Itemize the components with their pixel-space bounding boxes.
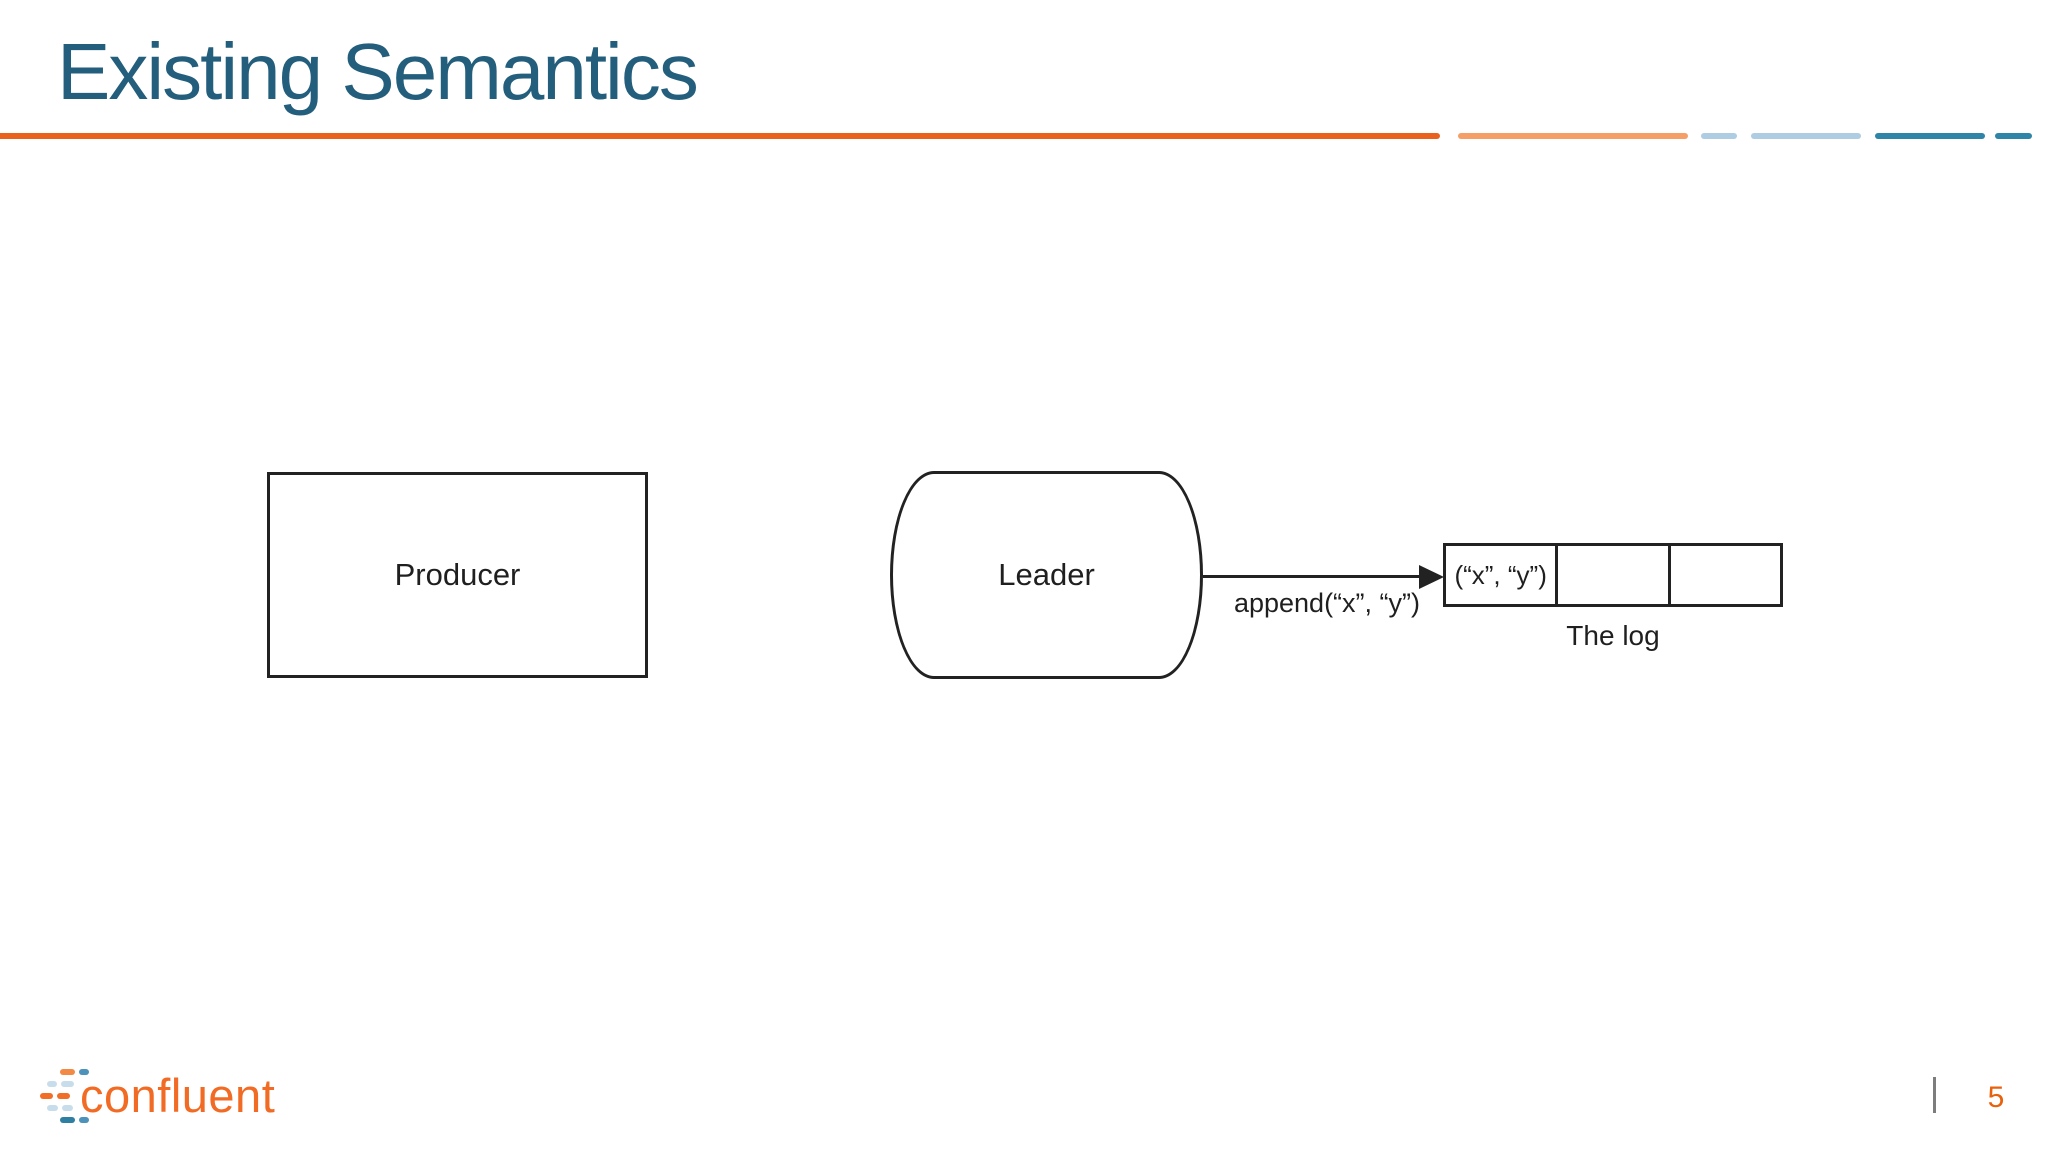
logo-dash [60, 1117, 75, 1123]
append-arrow-head-icon [1419, 565, 1444, 589]
producer-label: Producer [394, 557, 521, 592]
header-rule-segment-teal-small [1995, 133, 2032, 139]
header-rule-segment-orange-light [1458, 133, 1688, 139]
logo-dash [40, 1093, 53, 1099]
leader-node: Leader [890, 471, 1203, 679]
producer-node: Producer [267, 472, 648, 678]
header-rule-segment-teal [1875, 133, 1985, 139]
append-arrow-line [1203, 575, 1421, 578]
header-rule-main [0, 133, 1440, 139]
slide-title: Existing Semantics [57, 27, 699, 116]
confluent-logo-text: confluent [80, 1069, 276, 1122]
leader-label: Leader [998, 557, 1095, 592]
log-cell-2 [1667, 546, 1780, 604]
logo-dash [79, 1069, 89, 1075]
logo-dash [60, 1069, 75, 1075]
log-cell-0: (“x”, “y”) [1454, 559, 1547, 590]
logo-dash [57, 1093, 70, 1099]
append-arrow-label: append(“x”, “y”) [1233, 588, 1421, 618]
header-rule-segment-blue [1751, 133, 1861, 139]
log-box: (“x”, “y”) [1443, 543, 1783, 607]
confluent-logo-mark-icon [38, 1064, 90, 1126]
confluent-logo: confluent [38, 1064, 308, 1126]
logo-dash [47, 1105, 58, 1111]
logo-dash [79, 1117, 89, 1123]
logo-dash [47, 1081, 57, 1087]
log-caption: The log [1566, 620, 1660, 651]
logo-dash [61, 1081, 74, 1087]
footer-separator [1933, 1077, 1936, 1113]
logo-dash [62, 1105, 73, 1111]
log-cell-1 [1555, 546, 1667, 604]
header-rule-segment-blue-small [1701, 133, 1737, 139]
page-number: 5 [1987, 1081, 2005, 1114]
